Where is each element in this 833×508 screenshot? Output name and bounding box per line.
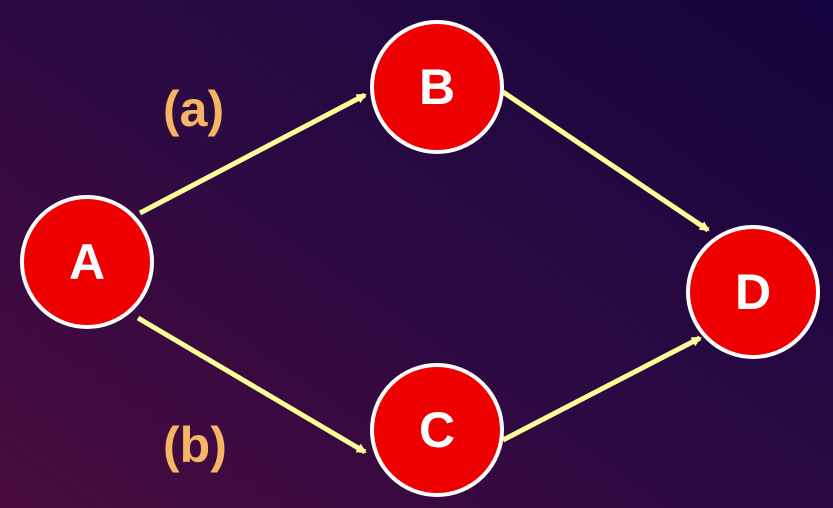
- edge-a-c: [136, 315, 367, 455]
- node-c: C: [370, 363, 504, 497]
- node-b-label: B: [418, 59, 456, 115]
- edge-b-d: [501, 89, 710, 233]
- node-c-label: C: [418, 402, 456, 458]
- node-b: B: [370, 20, 504, 154]
- node-d: D: [686, 225, 820, 359]
- node-d-label: D: [734, 264, 772, 320]
- edge-c-d: [501, 335, 702, 443]
- edge-a-b: [138, 92, 367, 216]
- edge-label-b: (b): [163, 417, 227, 473]
- node-a-label: A: [68, 234, 106, 290]
- node-a: A: [20, 195, 154, 329]
- edge-label-a: (a): [163, 81, 225, 137]
